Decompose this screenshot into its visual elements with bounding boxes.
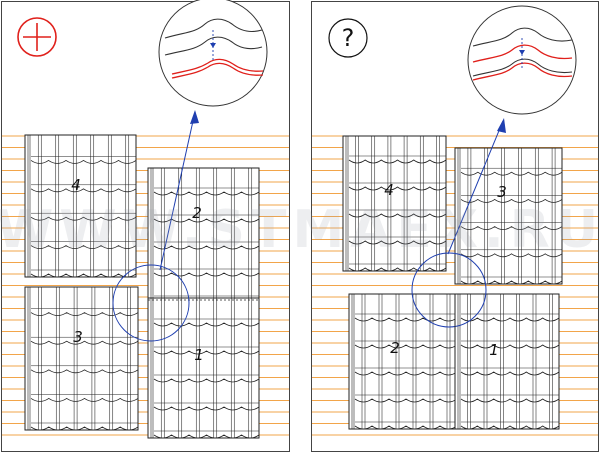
tile-sheet-3: 3: [24, 286, 139, 431]
tile-step: [460, 398, 560, 403]
detail-pointer: [447, 120, 504, 255]
sheet-body: [147, 167, 260, 304]
tile-step: [30, 159, 137, 164]
tile-sheet-4: 4: [24, 134, 137, 278]
tile-step: [30, 188, 137, 193]
question-symbol: ?: [342, 24, 355, 52]
tile-step: [30, 245, 137, 249]
sheet-label: 3: [73, 328, 83, 346]
sheet-body: [147, 297, 260, 439]
sheet-label: 4: [71, 176, 81, 194]
pointer-arrowhead: [497, 118, 506, 133]
tile-step: [460, 425, 560, 430]
overlap-highlight: [411, 252, 487, 328]
tile-sheet-2: 2: [348, 293, 458, 430]
tile-step: [153, 350, 260, 355]
tile-step: [30, 273, 137, 278]
tile-step: [348, 267, 447, 272]
tile-step: [460, 171, 563, 176]
tile-step: [153, 245, 260, 250]
sheet-label: 1: [489, 341, 499, 359]
sheet-body: [348, 293, 458, 430]
tile-step: [30, 397, 139, 402]
sheet-body: [454, 293, 560, 430]
tile-step: [30, 216, 137, 221]
sheet-label: 4: [384, 181, 394, 199]
tile-step: [153, 191, 260, 196]
tile-step: [354, 344, 458, 349]
correct-badge: [17, 17, 57, 57]
overlap-detail-zoom: [467, 5, 577, 115]
tile-step: [460, 371, 560, 376]
sheet-label: 2: [192, 204, 202, 222]
tile-sheet-1: 1: [147, 297, 260, 439]
tile-step: [153, 272, 260, 277]
sheet-outline: [348, 293, 458, 430]
tile-step: [460, 317, 560, 322]
tile-sheet-4: 4: [342, 135, 447, 272]
panel-correct: 4 2 3 1: [1, 0, 290, 452]
sheet-outline: [147, 167, 260, 304]
tile-step: [348, 240, 447, 245]
tile-step: [348, 213, 447, 218]
tile-step: [153, 378, 260, 383]
overlap-highlight: [112, 264, 190, 342]
tile-step: [153, 406, 260, 411]
tile-step: [30, 369, 139, 374]
sheet-outline: [342, 135, 447, 272]
tile-sheet-2: 2: [147, 167, 260, 304]
tile-step: [153, 434, 260, 439]
tile-step: [354, 317, 458, 322]
overlap-detail-zoom: [158, 0, 268, 107]
tile-step: [30, 340, 139, 345]
tile-sheet-1: 1: [454, 293, 560, 430]
tile-step: [354, 425, 458, 430]
sheet-body: [24, 286, 139, 431]
sheet-outline: [147, 297, 260, 439]
watermark: WWW.STMAEX.RU: [0, 200, 600, 260]
tile-step: [460, 198, 563, 203]
tile-step: [460, 344, 560, 349]
tile-step: [460, 253, 563, 258]
sheet-body: [342, 135, 447, 272]
tile-step: [460, 226, 563, 230]
tile-step: [348, 159, 447, 164]
panel-questionable: 4 3 2 1 ?: [311, 1, 599, 452]
sheet-body: [24, 134, 137, 278]
tile-step: [460, 280, 563, 285]
sheet-label: 1: [194, 346, 204, 364]
tile-step: [354, 398, 458, 403]
sheet-label: 2: [390, 339, 400, 357]
pointer-arrowhead: [190, 110, 199, 124]
sheet-outline: [24, 286, 139, 431]
tile-step: [30, 426, 139, 431]
sheet-outline: [454, 293, 560, 430]
sheet-label: 3: [497, 183, 507, 201]
sheet-outline: [24, 134, 137, 278]
tile-step: [354, 371, 458, 376]
question-badge: ?: [328, 18, 368, 58]
detail-pointer: [159, 111, 196, 271]
tile-step: [30, 312, 139, 316]
tile-step: [153, 322, 260, 327]
tile-step: [348, 186, 447, 191]
